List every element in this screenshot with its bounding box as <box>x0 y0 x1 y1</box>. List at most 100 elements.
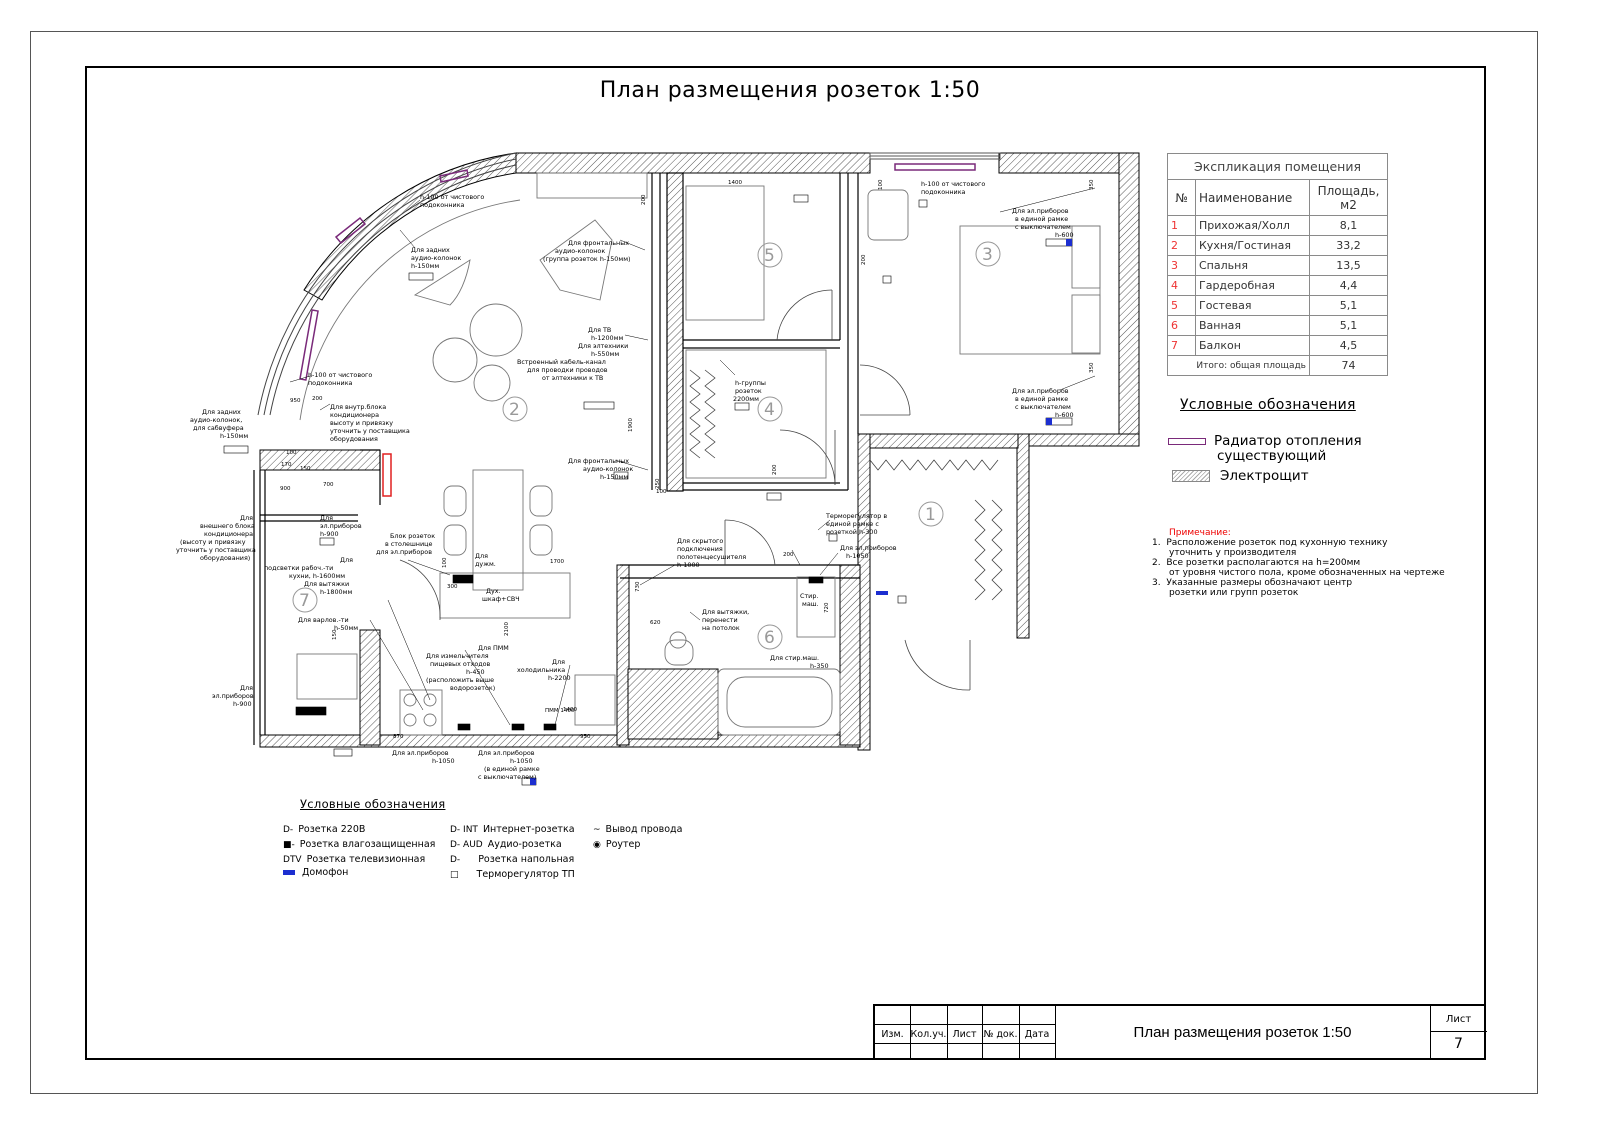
dim-3: 1900 <box>628 418 634 432</box>
label-tv-3: Для элтехники <box>578 342 628 350</box>
label-devices-900b-2: эл.приборов <box>212 692 254 700</box>
legend-panel: Электрощит <box>1220 468 1309 484</box>
row-num: 4 <box>1167 275 1196 296</box>
label-lighting-1: Для <box>340 556 353 564</box>
stamp-col-izm: Изм. <box>881 1029 904 1040</box>
dim-7: 870 <box>393 734 404 740</box>
label-washer-box-2: маш. <box>802 600 819 608</box>
label-devices-1050b-4: с выключателем) <box>478 773 536 781</box>
label-devices-1050b-3: (в единой рамке <box>484 765 540 773</box>
dim-11: 100 <box>878 179 884 190</box>
note-item: 3. Указанные размеры обозначают центр <box>1152 578 1445 588</box>
row-name: Спальня <box>1195 255 1310 276</box>
dim-5: 1400 <box>563 707 577 713</box>
label-cooktop-1: Для варлов.-ти <box>298 616 349 624</box>
label-front-audio-bottom-3: h-150мм <box>600 473 628 481</box>
label-ac-outer-5: уточнить у поставщика <box>176 546 256 554</box>
note-num: 2. <box>1152 558 1161 568</box>
label-hood-3: на потолок <box>702 624 740 632</box>
label-thermo-3: розеткой h-300 <box>826 528 878 536</box>
dim-21: 200 <box>783 552 794 558</box>
label-ac-inner-5: оборудования <box>330 435 378 443</box>
dim-17: 950 <box>290 398 301 404</box>
dim-19: 350 <box>1089 362 1095 373</box>
exterior-walls <box>259 152 1140 751</box>
label-bed1-4: h-600 <box>1055 231 1074 239</box>
label-rear-sub-1: Для задних <box>202 408 241 416</box>
label-towel-3: полотенцесушителя <box>677 553 746 561</box>
stamp-sheet-number: 7 <box>1454 1036 1463 1052</box>
label-block-1: Блок розеток <box>390 532 435 540</box>
row-name: Кухня/Гостиная <box>1195 235 1310 256</box>
label-block-2: в столешнице <box>385 540 432 548</box>
note-line: Все розетки располагаются на h=200мм <box>1166 558 1361 568</box>
router-icon: ◉ <box>593 840 601 850</box>
thermostat-icon: □ <box>450 870 459 880</box>
socket-icon: D- <box>283 825 294 835</box>
dim-12: 250 <box>655 478 661 489</box>
label-wardrobe-1: h-группы <box>735 379 766 387</box>
label-wardrobe-3: 2200мм <box>733 395 759 403</box>
label-devices-1050b-2: h-1050 <box>510 757 533 765</box>
furniture <box>296 172 1101 736</box>
label-island-2: шкаф+СВЧ <box>482 595 520 603</box>
room-no-7: 7 <box>299 591 310 611</box>
dimension-numbers: 1400 1700 1900 2100 1400 950 870 300 100… <box>280 179 1095 740</box>
label-washer-box-1: Стир. <box>800 592 818 600</box>
intercom-icon <box>283 870 295 875</box>
label-ac-outer-2: внешнего блока <box>200 522 255 530</box>
row-num: 7 <box>1167 335 1196 356</box>
label-devices-900b-1: Для <box>240 684 253 692</box>
doors <box>399 289 971 691</box>
room-no-3: 3 <box>982 245 993 265</box>
legend-router: ◉Роутер <box>593 839 640 850</box>
title-block: Изм. Кол.уч. Лист № док. Дата План разме… <box>873 1004 1487 1060</box>
explication-header-name: Наименование <box>1195 179 1310 216</box>
dim-1: 1400 <box>728 180 742 186</box>
wet-socket-icon: ■- <box>283 840 295 850</box>
window-top-right <box>869 152 1001 160</box>
legend-wire-label: Вывод провода <box>605 824 683 835</box>
label-win-top-right-1: h-100 от чистового <box>921 180 985 188</box>
dim-4: 2100 <box>504 622 510 636</box>
legend-panel-row: Электрощит <box>1172 468 1309 484</box>
dim-24: 150 <box>300 466 311 472</box>
plan-annotations: h-100 от чистового подоконника Для задни… <box>176 180 1074 781</box>
stamp-col-list: Лист <box>952 1029 977 1040</box>
legend-intercom: Домофон <box>283 867 348 878</box>
label-ac-outer-1: Для <box>240 514 253 522</box>
dim-27: 200 <box>312 396 323 402</box>
explication-table: Экспликация помещения № Наименование Пло… <box>1167 153 1388 376</box>
legend-right-title: Условные обозначения <box>1180 397 1356 413</box>
floor-socket-icon: D- <box>450 855 461 865</box>
label-towel-2: подключения <box>677 545 723 553</box>
row-area: 5,1 <box>1309 295 1388 316</box>
tv-socket-icon: DTV <box>283 855 302 865</box>
socket-symbols <box>223 194 1073 786</box>
legend-socket: D-Розетка 220В <box>283 824 365 835</box>
room-no-2: 2 <box>509 400 520 420</box>
note-item: 2. Все розетки располагаются на h=200мм <box>1152 558 1445 568</box>
row-num: 2 <box>1167 235 1196 256</box>
label-front-audio-bottom-1: Для фронтальных <box>568 457 629 465</box>
legend-wet: ■-Розетка влагозащищенная <box>283 839 435 850</box>
label-bed1-3: с выключателем <box>1015 223 1071 231</box>
row-name: Прихожая/Холл <box>1195 215 1310 236</box>
row-name: Гостевая <box>1195 295 1310 316</box>
label-thermo-2: единой рамке с <box>826 520 879 528</box>
legend-tv-label: Розетка телевизионная <box>306 854 426 865</box>
label-lighting-2: подсветки рабоч.-ти <box>264 564 333 572</box>
label-thermo-1: Терморегулятор в <box>825 512 887 520</box>
label-rear-audio-3: h-150мм <box>411 262 439 270</box>
legend-internet-label: Интернет-розетка <box>482 824 575 835</box>
label-devices-900a-2: эл.приборов <box>320 522 362 530</box>
label-bed1-2: в единой рамке <box>1015 215 1068 223</box>
dim-8: 300 <box>447 584 458 590</box>
label-washer-1: Для стир.маш. <box>770 654 819 662</box>
